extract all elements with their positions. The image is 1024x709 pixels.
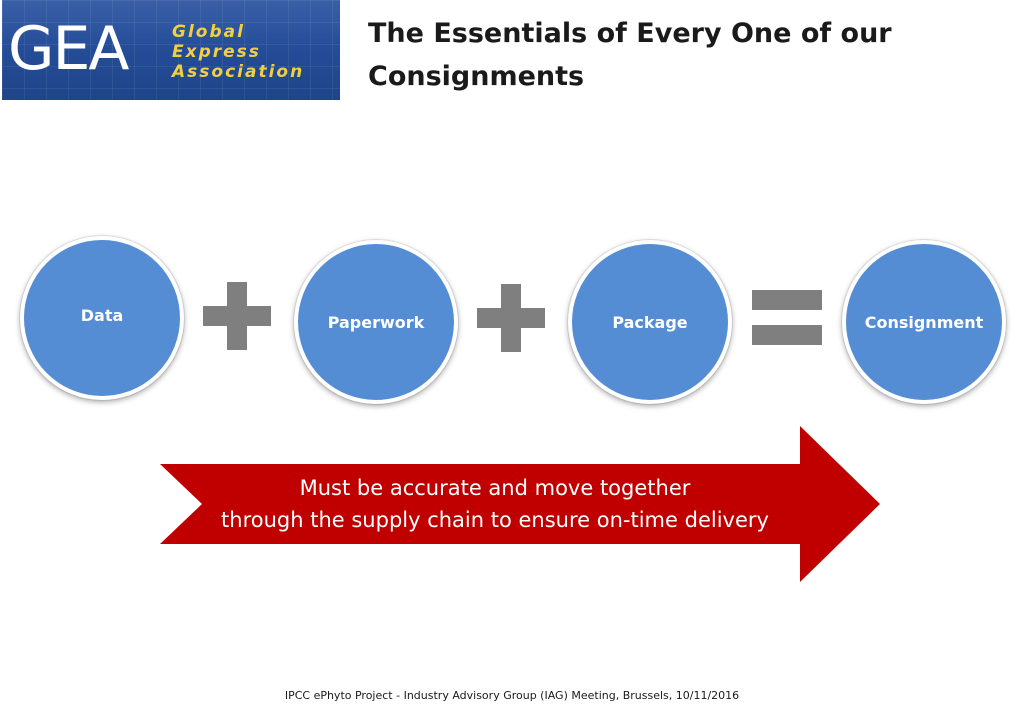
logo-words: Global Express Association (172, 22, 304, 82)
circle-paperwork-label: Paperwork (327, 312, 425, 332)
arrow-text-line-1: Must be accurate and move together (299, 476, 691, 500)
circle-data: Data (20, 236, 184, 400)
circle-consignment-label: Consignment (864, 312, 984, 332)
arrow-text-line-2: through the supply chain to ensure on-ti… (221, 508, 769, 532)
logo-mark: GEA (8, 14, 129, 84)
red-arrow (160, 426, 880, 582)
gea-logo: GEA Global Express Association (2, 0, 340, 100)
footer-text: IPCC ePhyto Project - Industry Advisory … (284, 689, 740, 702)
logo-word-global: Global (172, 22, 245, 42)
circle-paperwork: Paperwork (294, 240, 458, 404)
page-title: The Essentials of Every One of our Consi… (368, 18, 892, 92)
circle-package: Package (568, 240, 732, 404)
circle-package-label: Package (612, 312, 688, 332)
logo-word-association: Association (172, 62, 305, 82)
circle-data-label: Data (80, 305, 124, 325)
plus-icon (203, 282, 271, 350)
logo-word-express: Express (172, 42, 261, 62)
equals-icon (752, 290, 822, 345)
logo-background-grid (2, 0, 340, 100)
arrow-text: Must be accurate and move together throu… (190, 472, 800, 536)
circle-consignment: Consignment (842, 240, 1006, 404)
plus-icon (477, 284, 545, 352)
